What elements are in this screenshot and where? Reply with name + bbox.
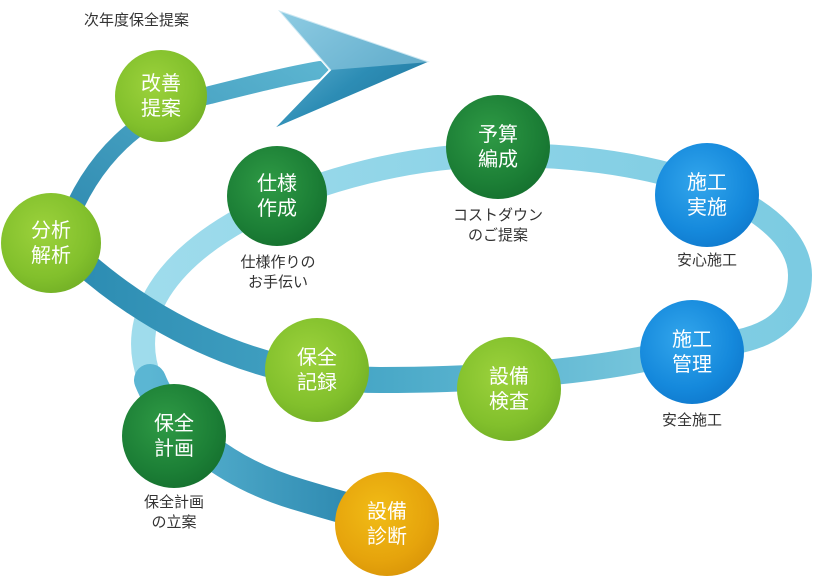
- node-shiyou-sakusei: 仕様 作成: [227, 146, 327, 246]
- caption-keikaku: 保全計画 の立案: [143, 493, 204, 531]
- node-yosan-hensei: 予算 編成: [446, 95, 550, 199]
- node-label: 設備: [367, 499, 407, 523]
- node-label: 予算: [478, 122, 518, 146]
- node-label: 保全: [154, 411, 194, 435]
- node-label: 提案: [141, 96, 181, 120]
- node-label: 施工: [687, 170, 727, 194]
- node-label: 診断: [367, 524, 407, 548]
- next-year-proposal-label: 次年度保全提案: [84, 11, 190, 29]
- node-sekou-jisshi: 施工 実施: [655, 143, 759, 247]
- band-front: [67, 247, 713, 394]
- node-label: 作成: [257, 196, 297, 220]
- caption-kanri: 安全施工: [661, 411, 722, 429]
- band-back: [131, 142, 813, 392]
- caption-shikou: 安心施工: [676, 251, 737, 269]
- node-label: 設備: [489, 364, 529, 388]
- node-sekou-kanri: 施工 管理: [640, 300, 744, 404]
- node-setsubi-shindan: 設備 診断: [335, 472, 439, 576]
- node-label: 実施: [687, 195, 727, 219]
- caption-shiyou: 仕様作りの お手伝い: [240, 253, 316, 291]
- node-hozen-keikaku: 保全 計画: [122, 384, 226, 488]
- node-label: 編成: [478, 147, 518, 171]
- node-kaizen-teian: 改善 提案: [115, 50, 207, 142]
- node-label: 改善: [141, 71, 181, 95]
- node-setsubi-kensa: 設備 検査: [457, 337, 561, 441]
- node-label: 記録: [297, 370, 337, 394]
- node-label: 施工: [672, 327, 712, 351]
- node-label: 仕様: [257, 171, 297, 195]
- caption-yosan: コストダウン のご提案: [452, 206, 543, 244]
- node-hozen-kiroku: 保全 記録: [265, 318, 369, 422]
- node-label: 検査: [489, 389, 529, 413]
- node-label: 分析: [31, 218, 71, 242]
- node-label: 管理: [672, 352, 712, 376]
- node-bunseki-kaiseki: 分析 解析: [1, 193, 101, 293]
- node-label: 解析: [31, 243, 71, 267]
- node-label: 保全: [297, 345, 337, 369]
- node-label: 計画: [154, 436, 194, 460]
